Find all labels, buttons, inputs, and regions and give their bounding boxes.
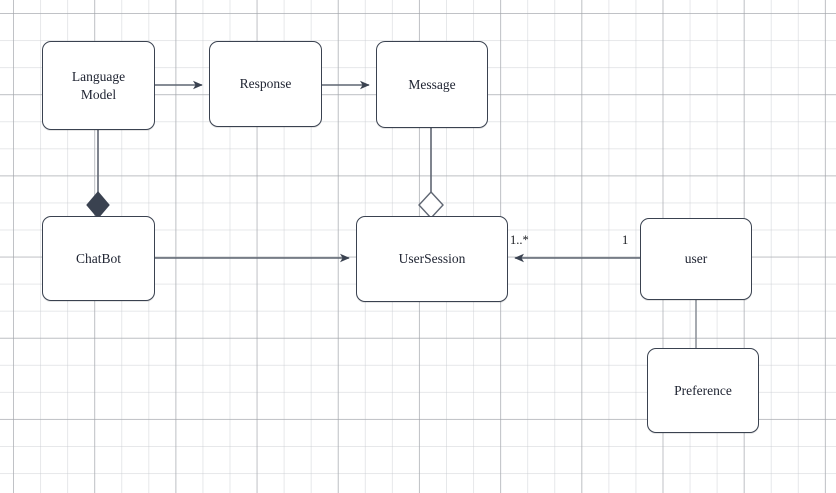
node-label: Message: [408, 76, 456, 92]
multiplicity-usersession: 1..*: [510, 233, 529, 247]
node-user[interactable]: user: [640, 218, 752, 300]
node-response[interactable]: Response: [209, 41, 322, 127]
node-label: UserSession: [398, 251, 466, 267]
filled-diamond-icon: [86, 191, 110, 219]
hollow-diamond-icon: [418, 190, 444, 220]
node-preference[interactable]: Preference: [647, 348, 759, 433]
node-label: Preference: [674, 382, 732, 398]
edge-language-model-to-chatbot: [86, 130, 110, 219]
edge-message-to-usersession: [418, 128, 444, 220]
node-label: Response: [239, 76, 292, 92]
multiplicity-user: 1: [622, 233, 629, 247]
node-language-model[interactable]: Language Model: [42, 41, 155, 130]
node-label: ChatBot: [75, 250, 121, 266]
node-label: Language Model: [71, 68, 126, 102]
node-usersession[interactable]: UserSession: [356, 216, 508, 302]
node-label: user: [684, 251, 708, 267]
node-chatbot[interactable]: ChatBot: [42, 216, 155, 301]
node-message[interactable]: Message: [376, 41, 488, 128]
